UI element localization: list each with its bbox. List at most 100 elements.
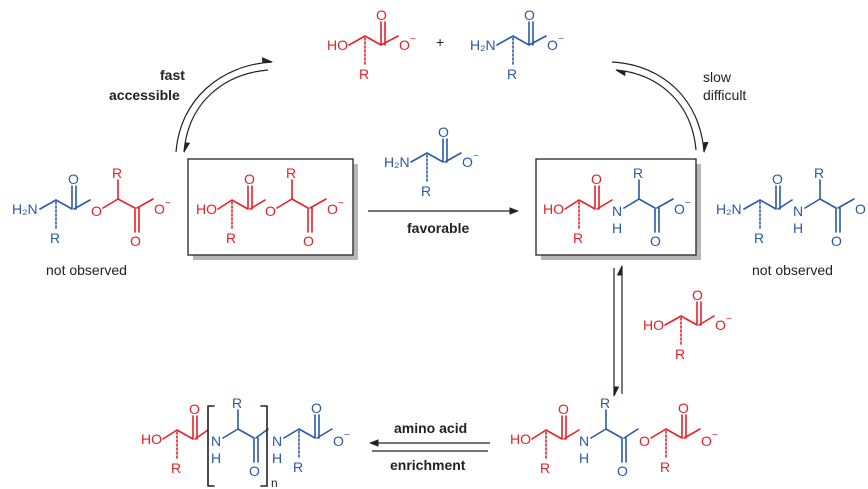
bond-line [222, 428, 269, 463]
atom-H2N: H₂N [12, 201, 38, 217]
atom-HO: HO [510, 431, 531, 447]
bond-line [590, 428, 639, 463]
bond-line [260, 405, 268, 487]
bond-line [564, 185, 613, 210]
label-amino-acid: amino acid [394, 420, 467, 436]
atom-O: O [303, 233, 314, 249]
bond-line [804, 198, 855, 233]
atom-R: R [660, 459, 670, 475]
charge-minus: − [338, 198, 344, 209]
depsipeptide-box [535, 158, 697, 256]
atom-O: O [524, 7, 535, 23]
atom-H2N: H₂N [470, 37, 496, 53]
bond-line [623, 198, 674, 233]
charge-minus: − [685, 198, 691, 209]
atom-R: R [359, 66, 369, 82]
boxed-ester-dimer: HO O R O R O O − [196, 165, 344, 249]
atom-N: N [612, 203, 622, 219]
atom-R: R [171, 460, 181, 476]
atom-O-minus: O [327, 201, 338, 217]
atom-O-minus: O [701, 433, 712, 449]
label-slow: slow [703, 69, 732, 85]
ester-dimer-box [187, 158, 354, 256]
bond-line [283, 414, 333, 439]
bond-line [743, 185, 793, 210]
atom-H: H [579, 450, 589, 466]
bond-line [183, 69, 269, 154]
bond-line [162, 415, 209, 440]
charge-minus: − [558, 34, 564, 45]
charge-minus: − [473, 151, 479, 162]
atom-O-minus: O [855, 201, 866, 217]
atom-R: R [421, 183, 431, 199]
atom-H: H [612, 220, 622, 236]
atom-R: R [286, 165, 296, 181]
charge-minus: − [344, 430, 350, 441]
atom-R: R [600, 395, 610, 411]
charge-minus: − [165, 198, 171, 209]
atom-R: R [814, 165, 824, 181]
atom-HO: HO [543, 201, 564, 217]
atom-HO: HO [196, 201, 217, 217]
left-curved-equilibrium-arrow [175, 57, 274, 154]
label-favorable: favorable [407, 220, 469, 236]
atom-O: O [558, 401, 569, 417]
label-accessible: accessible [109, 87, 180, 103]
bond-line [664, 301, 715, 326]
right-dipeptide: H₂N O R N H R O O [716, 165, 866, 249]
atom-O: O [249, 463, 260, 479]
bond-line [410, 138, 462, 163]
atom-R: R [754, 230, 764, 246]
atom-HO: HO [643, 317, 664, 333]
bond-line [531, 415, 580, 440]
atom-O-minus: O [674, 201, 685, 217]
atom-R: R [540, 460, 550, 476]
atom-O: O [831, 233, 842, 249]
atom-O: O [376, 7, 387, 23]
atom-R: R [675, 346, 685, 362]
atom-O: O [130, 233, 141, 249]
atom-R: R [50, 230, 60, 246]
atom-O: O [639, 433, 650, 449]
side-hydroxy-acid: HO O O − R [643, 287, 732, 362]
charge-minus: − [726, 314, 732, 325]
label-not-observed-left: not observed [46, 262, 127, 278]
atom-HO: HO [141, 431, 162, 447]
atom-R: R [112, 165, 122, 181]
atom-HO: HO [327, 37, 348, 53]
atom-O-minus: O [399, 37, 410, 53]
atom-O: O [617, 463, 628, 479]
bond-line [175, 57, 274, 153]
atom-O: O [265, 203, 276, 219]
bond-line [348, 21, 399, 46]
atom-O: O [91, 203, 102, 219]
atom-H: H [211, 450, 221, 466]
bond-line [276, 198, 327, 233]
reagent-amino-acid: H₂N O O − R [384, 124, 479, 199]
atom-H2N: H₂N [384, 154, 410, 170]
atom-O: O [68, 171, 79, 187]
atom-N: N [211, 433, 221, 449]
atom-N: N [272, 433, 282, 449]
atom-O: O [772, 171, 783, 187]
bond-line [614, 69, 697, 151]
atom-O-minus: O [462, 154, 473, 170]
bond-line [207, 405, 215, 487]
bond-line [496, 21, 547, 46]
plus-sign: + [436, 34, 444, 50]
label-enrichment: enrichment [390, 457, 466, 473]
bond-line [650, 414, 701, 439]
atom-O: O [692, 287, 703, 303]
charge-minus: − [712, 430, 718, 441]
boxed-depsipeptide: HO O R N H R O O − [543, 165, 691, 249]
label-difficult: difficult [703, 87, 746, 103]
atom-O: O [650, 233, 661, 249]
atom-O: O [311, 400, 322, 416]
bond-line [217, 185, 266, 210]
subscript-n: n [271, 476, 278, 489]
right-curved-equilibrium-arrow [611, 61, 709, 154]
top-hydroxy-acid: HO O O − R [327, 7, 416, 82]
atom-O: O [438, 124, 449, 140]
atom-R: R [573, 230, 583, 246]
